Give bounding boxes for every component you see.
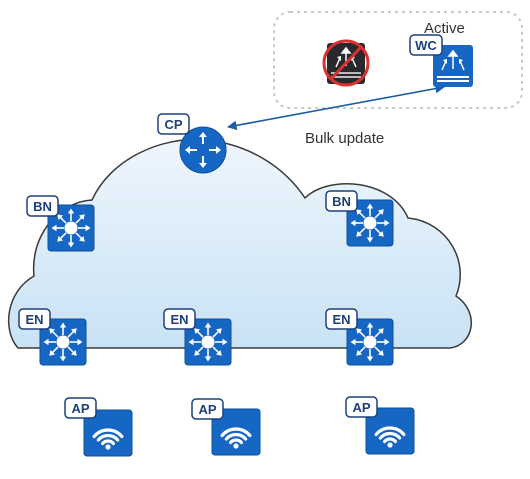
router-icon	[179, 126, 227, 174]
active-label: Active	[424, 20, 465, 37]
node-label: BN	[332, 194, 351, 209]
access-point-right: AP	[345, 396, 415, 455]
wlc-group-box	[273, 11, 523, 109]
node-label: AP	[352, 400, 370, 415]
node-label: EN	[25, 312, 43, 327]
failed-status-icon	[322, 39, 370, 87]
node-badge	[191, 398, 224, 420]
node-badge	[64, 397, 97, 419]
node-label: WC	[415, 38, 437, 53]
edge-node-right: EN	[325, 308, 394, 366]
access-point-center: AP	[191, 398, 261, 456]
wlc-failed	[322, 39, 370, 87]
node-badge	[18, 308, 51, 330]
border-node-right: BN	[325, 190, 394, 247]
node-badge	[26, 195, 59, 217]
node-label: EN	[332, 312, 350, 327]
node-label: AP	[71, 401, 89, 416]
node-badge	[325, 190, 358, 212]
access-point-left: AP	[64, 397, 133, 457]
node-badge	[345, 396, 378, 418]
node-label: BN	[33, 199, 52, 214]
border-node-left: BN	[26, 195, 95, 252]
node-label: AP	[198, 402, 216, 417]
bulk-update-link	[227, 83, 445, 131]
edge-node-left: EN	[18, 308, 87, 366]
node-badge	[325, 308, 358, 330]
strike-line	[329, 45, 363, 81]
wlc-active: WC	[409, 34, 473, 87]
node-label: CP	[164, 117, 182, 132]
wifi-access-point-icon	[211, 408, 261, 456]
wifi-access-point-icon	[365, 407, 415, 455]
edge-node-center: EN	[163, 308, 232, 366]
control-plane-node: CP	[157, 113, 227, 174]
bulk-update-label: Bulk update	[305, 130, 384, 147]
node-badge	[157, 113, 190, 135]
node-badge	[163, 308, 196, 330]
node-badge	[409, 34, 443, 56]
wifi-access-point-icon	[83, 409, 133, 457]
node-label: EN	[170, 312, 188, 327]
